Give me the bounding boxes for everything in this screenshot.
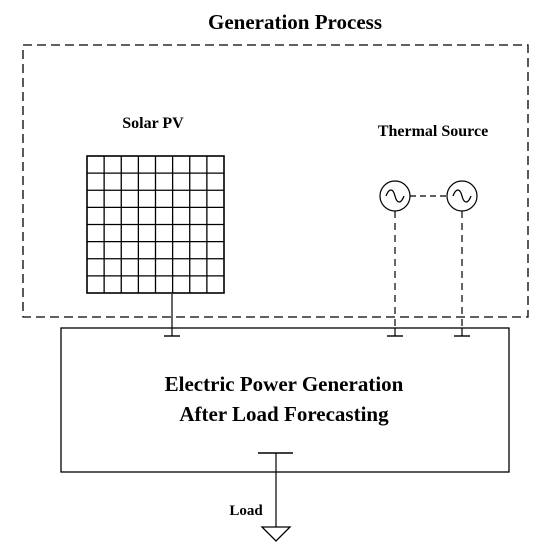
generation-process-boundary: [22, 44, 529, 318]
power-generation-line1: Electric Power Generation: [165, 372, 404, 396]
load-label: Load: [229, 503, 263, 519]
generator-2-icon: [446, 180, 478, 212]
load-arrow-icon: [260, 526, 292, 542]
power-generation-line2: After Load Forecasting: [179, 402, 389, 426]
power-generation-box: [60, 327, 510, 473]
solar-panel-icon: [86, 155, 225, 294]
generator-1-icon: [379, 180, 411, 212]
solar-pv-label: Solar PV: [122, 115, 184, 132]
thermal-source-label: Thermal Source: [378, 123, 488, 140]
diagram-title: Generation Process: [208, 10, 382, 34]
